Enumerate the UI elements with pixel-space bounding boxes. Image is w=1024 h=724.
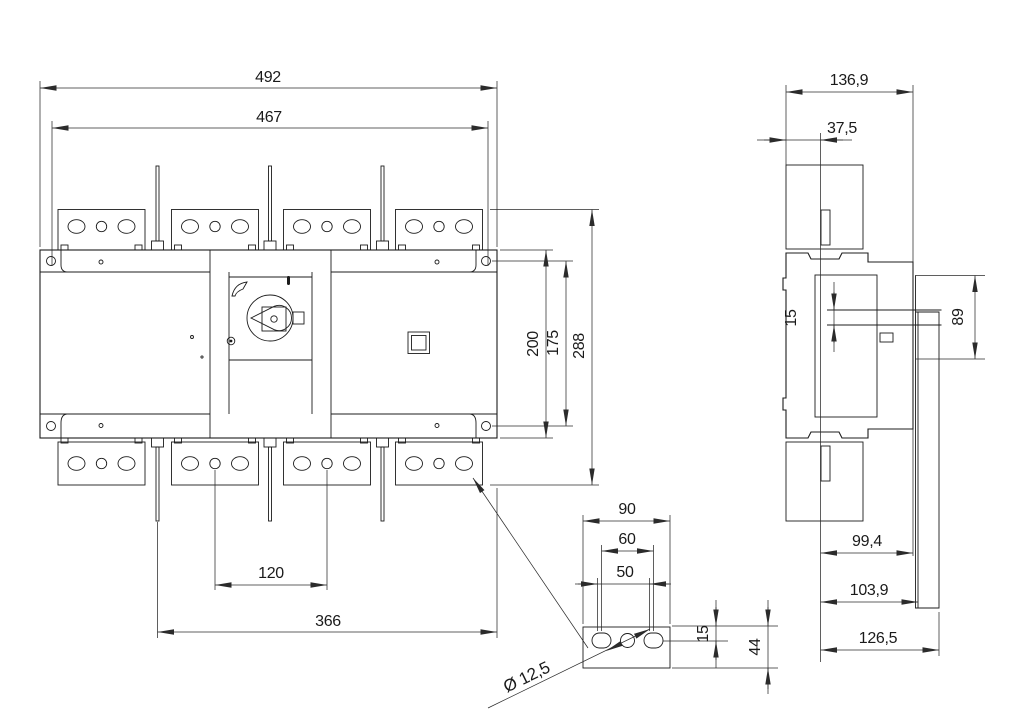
side-shaft-stub	[879, 332, 894, 343]
front-center-band	[209, 250, 332, 438]
mounting-hole-top-right	[481, 256, 491, 266]
dim-side-depth-overall: 136,9	[830, 72, 869, 89]
front-flange-lines	[40, 271, 497, 415]
side-cover-step	[814, 274, 878, 418]
rotary-handle	[226, 276, 305, 346]
detail-slot-left	[591, 632, 612, 649]
side-body-outline	[782, 252, 914, 439]
dim-side-shaft-offset: 15	[783, 309, 800, 327]
handle-side-tab	[292, 311, 305, 325]
front-view-dimensions: 492 467 200 175 288 120 366	[39, 69, 599, 649]
dim-side-handle-height: 89	[950, 308, 967, 326]
mounting-hole-bottom-left	[46, 421, 56, 431]
detail-block-outline	[582, 626, 671, 669]
front-view	[39, 165, 498, 522]
dim-front-height-body: 200	[525, 331, 542, 357]
square-aperture	[407, 331, 430, 354]
dim-detail-block-height: 44	[747, 638, 764, 656]
dim-front-width-overall: 492	[255, 69, 281, 86]
dim-front-height-overall: 288	[571, 333, 588, 359]
dim-front-width-hole-centers: 467	[256, 109, 282, 126]
dim-detail-slot-pitch-inner: 50	[616, 564, 634, 581]
side-view-dimensions: 136,9 37,5 15 89 99,4 103,9 126,5	[757, 72, 985, 662]
rivet-dots	[98, 259, 440, 428]
detail-leader-line	[472, 477, 589, 649]
dim-detail-block-width: 90	[618, 501, 636, 518]
side-bottom-terminal	[785, 441, 864, 522]
detail-hole-center	[620, 633, 635, 648]
dim-side-depth-to-face: 99,4	[852, 533, 882, 550]
detail-view-dimensions: 90 60 50 15 44 Ø 12,5	[487, 501, 778, 709]
front-corner-tabs	[60, 250, 477, 438]
diameter-leader-line	[487, 628, 651, 709]
bottom-terminal-blocks	[57, 437, 483, 486]
dim-side-depth-total: 126,5	[859, 630, 898, 647]
front-body-outline	[39, 249, 498, 439]
detail-slot-right	[643, 632, 664, 649]
handle-knob	[249, 305, 292, 331]
mounting-hole-top-left	[46, 256, 56, 266]
dim-front-height-hole-centers: 175	[545, 330, 562, 356]
side-top-terminal	[785, 164, 864, 250]
phase-barrier-pins	[151, 165, 389, 522]
side-view	[782, 164, 942, 609]
dim-front-width-terminal-span: 366	[315, 613, 341, 630]
dim-detail-hole-diameter: Ø 12,5	[500, 658, 553, 697]
top-terminal-blocks	[57, 209, 483, 251]
dim-side-offset-slot: 37,5	[827, 120, 857, 137]
position-flag-icon	[231, 281, 248, 297]
diameter-leader-arrow2	[606, 641, 623, 651]
mounting-hole-bottom-right	[481, 421, 491, 431]
dim-detail-hole-edge-offset: 15	[695, 625, 712, 643]
dim-front-terminal-hole-pitch: 120	[258, 565, 284, 582]
position-i-mark	[287, 276, 290, 285]
detail-view	[582, 626, 671, 669]
handle-screw	[226, 336, 236, 346]
side-handle-plate	[915, 275, 940, 609]
side-shaft-centerlines	[827, 309, 942, 326]
dim-side-depth-to-plate: 103,9	[850, 582, 889, 599]
dim-detail-slot-pitch-outer: 60	[618, 531, 636, 548]
